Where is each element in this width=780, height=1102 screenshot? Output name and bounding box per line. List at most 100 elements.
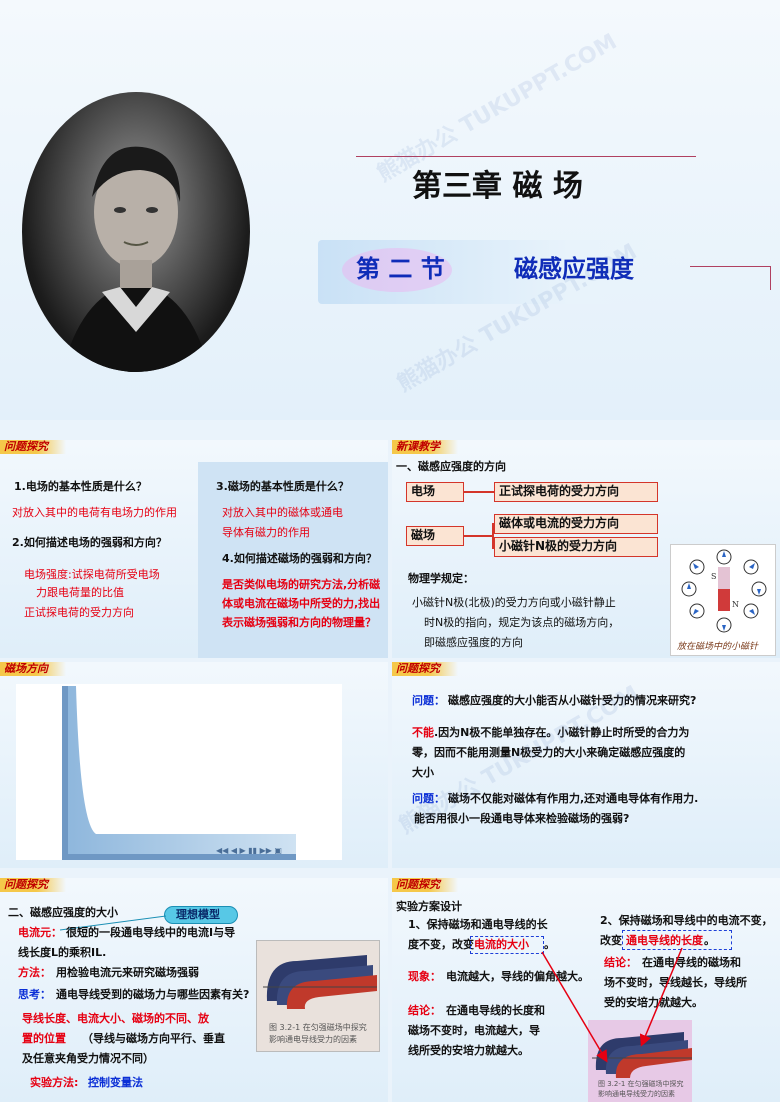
conclusion-1-label: 结论： [408, 1004, 441, 1017]
question-2-line-1: 磁场不仅能对磁体有作用力,还对通电导体有作用力. [448, 792, 699, 805]
conclusion-2-line-1: 在通电导线的磁场和 [642, 956, 741, 969]
pole-n-label: N [732, 600, 739, 609]
slide-magnitude: 问题探究 二、磁感应强度的大小 理想模型 电流元： 很短的一段通电导线中的电流I… [0, 878, 388, 1102]
model-badge [164, 906, 238, 924]
current-element-line-1: 很短的一段通电导线中的电流I与导 [66, 926, 236, 939]
slide-tag: 问题探究 [0, 440, 66, 454]
video-frame [62, 686, 296, 860]
answer-3-line-2: 导体有磁力的作用 [222, 526, 310, 539]
answer-4-line-3: 表示磁场强弱和方向的物理量？ [222, 616, 376, 629]
figure-caption-1: 图 3.2-1 在匀强磁场中探究 [598, 1080, 684, 1088]
step-2-end: 。 [704, 934, 715, 947]
rule-line-2: 时N极的指向，规定为该点的磁场方向， [424, 616, 620, 629]
pole-s-label: S [711, 572, 716, 581]
section-heading: 一、磁感应强度的方向 [396, 460, 506, 473]
box-e-direction: 正试探电荷的受力方向 [494, 482, 658, 502]
step-1-highlight: 电流的大小 [474, 938, 529, 951]
answer-2-line-1: 电场强度:试探电荷所受电场 [24, 568, 160, 581]
banner-line [690, 266, 770, 267]
question-2-label: 问题： [412, 792, 445, 805]
slide-tag: 问题探究 [392, 878, 458, 892]
badge-pointer [59, 915, 167, 931]
rule-line-1: 小磁针N极(北极)的受力方向或小磁针静止 [412, 596, 616, 609]
box-b-direction-2: 小磁针N极的受力方向 [494, 537, 658, 557]
magnet-figure: 图 3.2-1 在匀强磁场中探究 影响通电导线受力的因素 [256, 940, 380, 1052]
question-label: 问题： [412, 694, 445, 707]
answer-2-line-3: 正试探电荷的受力方向 [24, 606, 134, 619]
phenomenon-text: 电流越大，导线的偏角越大。 [446, 970, 589, 983]
slide-tag: 问题探究 [0, 878, 66, 892]
think-label: 思考： [18, 988, 51, 1001]
slide-magnitude-question: 问题探究 问题： 磁感应强度的大小能否从小磁针受力的情况来研究? 不能 .因为N… [392, 662, 780, 868]
title-slide: 第三章 磁 场 第 二 节 磁感应强度 熊猫办公 TUKUPPT.COM 熊猫办… [0, 0, 780, 420]
question-2: 2.如何描述电场的强弱和方向？ [12, 536, 167, 549]
experiment-method-text: 控制变量法 [88, 1076, 143, 1089]
horseshoe-magnets-illustration [263, 955, 377, 1009]
chapter-title: 第三章 磁 场 [412, 169, 583, 204]
title-rule [356, 156, 696, 157]
current-element-line-2: 线长度L的乘积IL. [18, 946, 107, 959]
conclusion-1-line-3: 线所受的安培力就越大。 [408, 1044, 529, 1057]
question-1: 1.电场的基本性质是什么？ [14, 480, 147, 493]
factor-line-2: 置的位置 [22, 1032, 66, 1045]
highlight-box-current [470, 936, 544, 954]
rule-title: 物理学规定： [408, 572, 474, 585]
slide-video: 磁场方向 ◀◀ ◀ ▶ ▮▮ ▶▶ ▣ [0, 662, 388, 868]
conclusion-1-line-1: 在通电导线的长度和 [446, 1004, 545, 1017]
step-2-line-2: 改变 [600, 934, 622, 947]
box-magnetic-field: 磁场 [406, 526, 464, 546]
answer-line-2: 零，因而不能用测量N极受力的大小来确定磁感应强度的 [412, 746, 686, 759]
factor-line-3: 及任意夹角受力情况不同） [22, 1052, 154, 1065]
figure-caption-1: 图 3.2-1 在匀强磁场中探究 [269, 1023, 367, 1032]
figure-caption-2: 影响通电导线受力的因素 [269, 1035, 357, 1044]
answer-3-line-1: 对放入其中的磁体或通电 [222, 506, 343, 519]
horseshoe-magnets-illustration [592, 1032, 692, 1078]
section-number: 第 二 节 [356, 255, 445, 283]
step-2-line-1: 2、保持磁场和导线中的电流不变， [600, 914, 773, 927]
method-text: 用检验电流元来研究磁场强弱 [56, 966, 199, 979]
highlight-box-length [622, 930, 732, 950]
slide-tag: 磁场方向 [0, 662, 66, 676]
section-name: 磁感应强度 [514, 255, 634, 283]
question-4: 4.如何描述磁场的强弱和方向？ [222, 552, 377, 565]
question-2-line-2: 能否用很小一段通电导体来检验磁场的强弱? [414, 812, 630, 825]
section-heading: 二、磁感应强度的大小 [8, 906, 118, 919]
factor-line-1: 导线长度、电流大小、磁场的不同、放 [22, 1012, 209, 1025]
compass-figure: S N 放在磁场中的小磁针 [670, 544, 776, 656]
step-1-line-2: 度不变，改变 [408, 938, 474, 951]
section-no-oval [342, 248, 452, 292]
slide-experiment: 问题探究 实验方案设计 1、保持磁场和通电导线的长 度不变，改变 电流的大小 。… [392, 878, 780, 1102]
method-label: 方法： [18, 966, 51, 979]
slide-tag: 问题探究 [392, 662, 458, 676]
banner-line-end [770, 266, 771, 290]
answer-1: 对放入其中的电荷有电场力的作用 [12, 506, 177, 519]
arrow-b-branch [492, 523, 494, 549]
step-1-line-1: 1、保持磁场和通电导线的长 [408, 918, 548, 931]
right-panel [198, 462, 388, 658]
factor-line-2b: （导线与磁场方向平行、垂直 [82, 1032, 225, 1045]
section-heading: 实验方案设计 [396, 900, 462, 913]
bar-magnet-with-compasses: S N [681, 549, 767, 633]
conclusion-2-line-2: 场不变时，导线越长，导线所 [604, 976, 747, 989]
watermark: 熊猫办公 TUKUPPT.COM [373, 29, 622, 188]
step-2-highlight: 通电导线的长度 [626, 934, 703, 947]
experiment-method-label: 实验方法: [30, 1076, 79, 1089]
answer-4-line-1: 是否类似电场的研究方法,分析磁 [222, 578, 381, 591]
compass-caption: 放在磁场中的小磁针 [677, 642, 759, 652]
current-element-label: 电流元： [18, 926, 62, 939]
portrait-image [22, 92, 250, 372]
question-3: 3.磁场的基本性质是什么？ [216, 480, 349, 493]
conclusion-1-line-2: 磁场不变时，电流越大，导 [408, 1024, 540, 1037]
figure-caption-2: 影响通电导线受力的因素 [598, 1090, 675, 1098]
answer-line-3: 大小 [412, 766, 434, 779]
slide-electric-vs-magnetic: 问题探究 1.电场的基本性质是什么？ 对放入其中的电荷有电场力的作用 2.如何描… [0, 440, 388, 658]
box-b-direction-1: 磁体或电流的受力方向 [494, 514, 658, 534]
slide-tag: 新课教学 [392, 440, 458, 454]
slide-direction: 新课教学 一、磁感应强度的方向 电场 正试探电荷的受力方向 磁场 磁体或电流的受… [392, 440, 780, 658]
video-controls[interactable]: ◀◀ ◀ ▶ ▮▮ ▶▶ ▣ [216, 846, 282, 855]
video-player[interactable]: ◀◀ ◀ ▶ ▮▮ ▶▶ ▣ [16, 684, 342, 860]
step-1-end: 。 [544, 938, 555, 951]
answer-no-label: 不能 [412, 726, 434, 739]
model-badge-label: 理想模型 [176, 908, 220, 921]
conclusion-2-line-3: 受的安培力就越大。 [604, 996, 703, 1009]
